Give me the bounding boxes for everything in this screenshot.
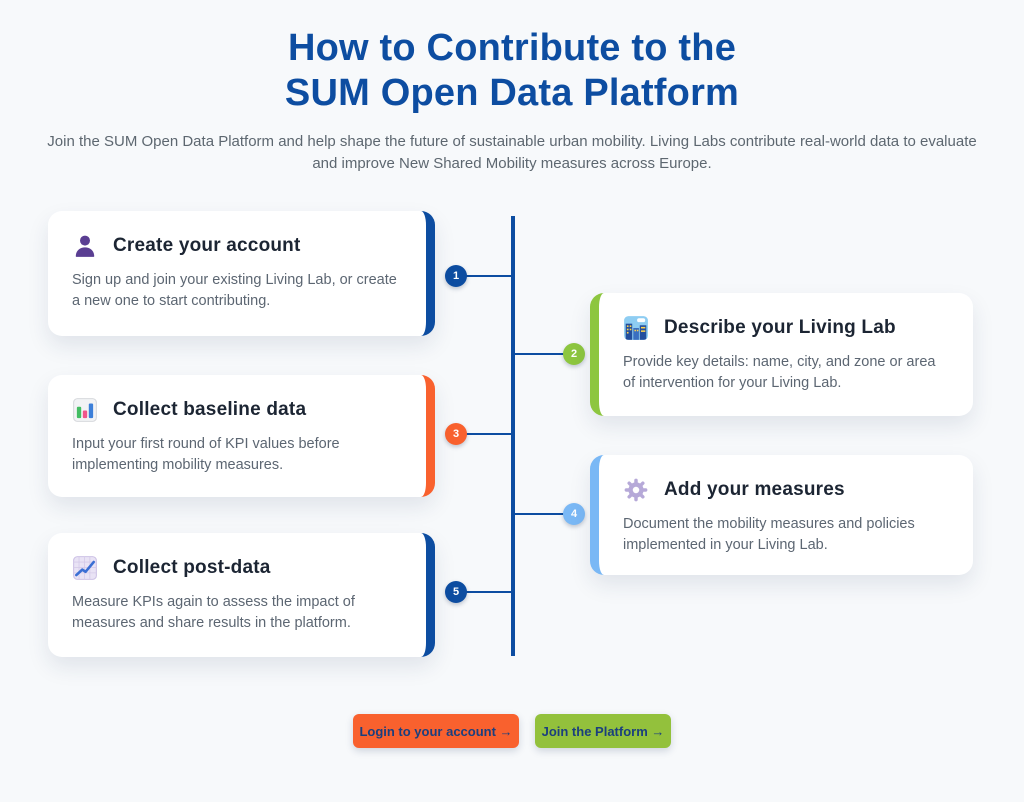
page-subtitle: Join the SUM Open Data Platform and help… — [47, 133, 977, 172]
step-description: Provide key details: name, city, and zon… — [623, 354, 936, 391]
step-card-collect-baseline-data: Collect baseline data Input your first r… — [48, 375, 435, 497]
step-description: Sign up and join your existing Living La… — [72, 272, 397, 309]
step-card-header: Collect post-data — [72, 555, 402, 581]
timeline-line — [511, 216, 515, 656]
step-number-badge-1: 1 — [445, 265, 467, 287]
step-title: Describe your Living Lab — [664, 317, 896, 338]
step-number-badge-3: 3 — [445, 423, 467, 445]
step-description: Document the mobility measures and polic… — [623, 516, 915, 553]
step-card-create-account: Create your account Sign up and join you… — [48, 211, 435, 336]
step-card-describe-living-lab: Describe your Living Lab Provide key det… — [590, 293, 973, 416]
step-card-collect-post-data: Collect post-data Measure KPIs again to … — [48, 533, 435, 657]
step-title: Collect baseline data — [113, 399, 307, 420]
step-description: Measure KPIs again to assess the impact … — [72, 594, 355, 631]
step-card-add-measures: Add your measures Document the mobility … — [590, 455, 973, 575]
page-title-line1: How to Contribute to the — [287, 27, 737, 69]
step-number-badge-5: 5 — [445, 581, 467, 603]
step-title: Add your measures — [664, 479, 845, 500]
step-title: Create your account — [113, 235, 301, 256]
step-number-badge-2: 2 — [563, 343, 585, 365]
timeline-connector-3 — [456, 433, 513, 435]
timeline-connector-5 — [456, 591, 513, 593]
step-card-header: Create your account — [72, 233, 402, 259]
step-description: Input your first round of KPI values bef… — [72, 436, 340, 473]
join-button[interactable]: Join the Platform → — [535, 714, 671, 748]
step-card-header: Collect baseline data — [72, 397, 402, 423]
timeline-connector-4 — [515, 513, 574, 515]
cityscape-icon — [623, 315, 649, 341]
step-card-header: Describe your Living Lab — [623, 315, 949, 341]
bar-chart-icon — [72, 397, 98, 423]
login-button[interactable]: Login to your account → — [353, 714, 519, 748]
step-card-header: Add your measures — [623, 477, 949, 503]
person-icon — [72, 233, 98, 259]
page-title-line2: SUM Open Data Platform — [284, 72, 740, 114]
timeline-connector-2 — [515, 353, 574, 355]
step-number-badge-4: 4 — [563, 503, 585, 525]
chart-increasing-icon — [72, 555, 98, 581]
gear-icon — [623, 477, 649, 503]
step-title: Collect post-data — [113, 557, 271, 578]
timeline-connector-1 — [456, 275, 513, 277]
